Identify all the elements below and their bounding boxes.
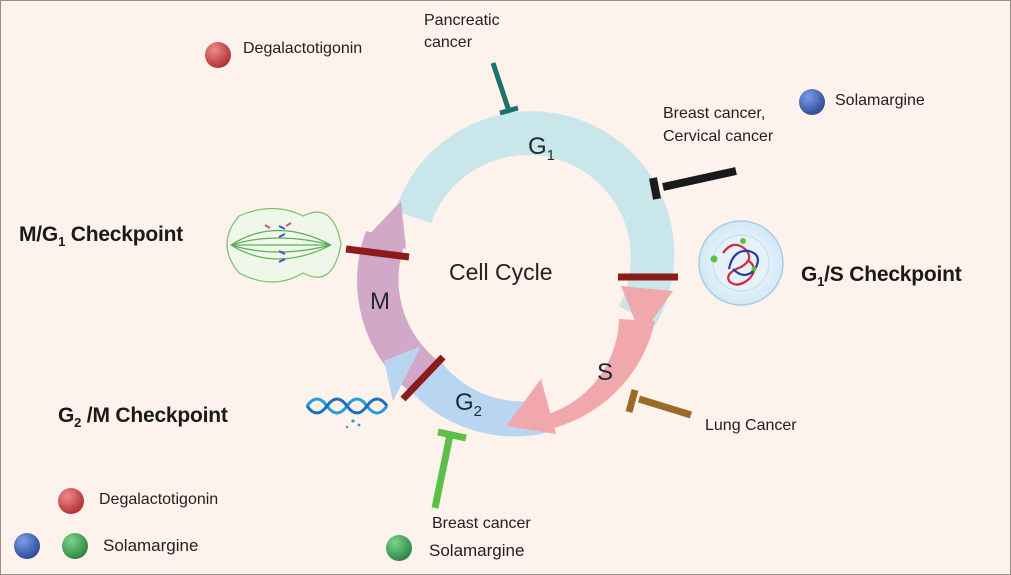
breast-inhibitor (431, 428, 467, 509)
g2-m-checkpoint-label: G2 /M Checkpoint (58, 404, 228, 431)
phase-s-label: S (597, 359, 614, 386)
lung-inhibitor (625, 389, 693, 419)
mitotic-spindle-illustration (226, 207, 342, 283)
phase-m-label: M (370, 288, 390, 315)
g1-arrowhead (363, 201, 406, 249)
lung-cancer-label: Lung Cancer (705, 417, 797, 434)
pancreatic-cancer-label-line2: cancer (424, 34, 473, 51)
green-compound-ball (386, 535, 412, 561)
solamargine-bottom-center-label: Solamargine (429, 541, 525, 560)
s-arrowhead (621, 286, 673, 336)
breast-cancer-label: Breast cancer (432, 515, 531, 532)
g1-s-checkpoint-label: G1/S Checkpoint (801, 263, 962, 290)
degalactotigonin-bottom-label: Degalactotigonin (99, 491, 219, 508)
breast-cervical-label-line1: Breast cancer, (663, 105, 766, 122)
green-compound-ball (62, 533, 88, 559)
blue-compound-ball (799, 89, 825, 115)
pancreatic-cancer-label-line1: Pancreatic (424, 12, 500, 29)
m-g1-checkpoint-bar (345, 245, 410, 261)
degalactotigonin-top-label: Degalactotigonin (243, 40, 363, 57)
g2-arrowhead (506, 379, 556, 434)
breast-cervical-inhibitor (649, 167, 737, 200)
breast-cervical-label-line2: Cervical cancer (663, 128, 774, 145)
blue-compound-ball (14, 533, 40, 559)
red-compound-ball (205, 42, 231, 68)
m-arrowhead (384, 346, 421, 401)
phase-g2-label: G2 (455, 389, 483, 420)
solamargine-top-label: Solamargine (835, 92, 925, 109)
red-compound-ball (58, 488, 84, 514)
s-arc (521, 319, 655, 431)
dna-helix-illustration (305, 397, 389, 429)
nucleus-illustration (698, 220, 784, 306)
g2-arc (406, 359, 546, 437)
g2-m-checkpoint-bar (400, 354, 446, 402)
m-g1-checkpoint-label: M/G1 Checkpoint (19, 223, 184, 250)
cell-cycle-label: Cell Cycle (449, 259, 553, 285)
pancreatic-inhibitor (490, 62, 519, 116)
solamargine-bottom-left-label: Solamargine (103, 536, 199, 555)
m-arc (357, 231, 441, 391)
g1-arc (395, 111, 675, 326)
phase-g1-label: G1 (528, 133, 556, 164)
